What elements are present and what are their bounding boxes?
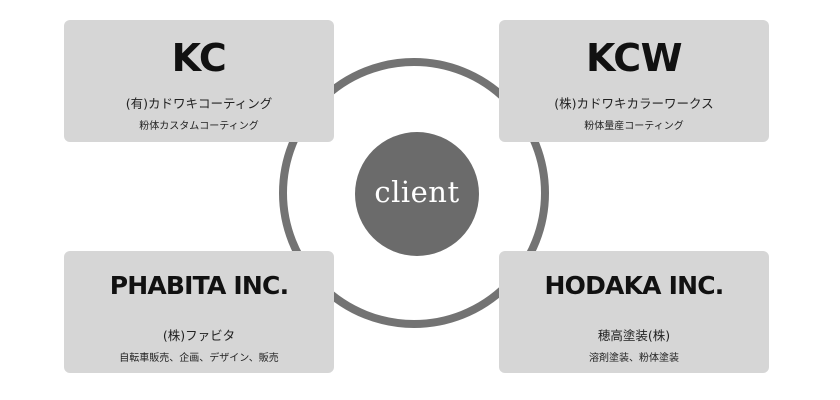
company-legal-name: (有)カドワキコーティング [125, 96, 273, 111]
company-service: 自転車販売、企画、デザイン、販売 [119, 353, 279, 364]
company-brand-name: KC [171, 36, 227, 80]
company-card-phabita: PHABITA INC. (株)ファビタ 自転車販売、企画、デザイン、販売 [64, 251, 334, 373]
client-label: client [374, 175, 460, 209]
company-service: 粉体量産コーティング [584, 121, 684, 132]
connection-ring [279, 58, 549, 328]
company-brand-name: KCW [585, 36, 683, 80]
company-card-hodaka: HODAKA INC. 穂高塗装(株) 溶剤塗装、粉体塗装 [499, 251, 769, 373]
company-card-kc: KC (有)カドワキコーティング 粉体カスタムコーティング [64, 20, 334, 142]
company-service: 粉体カスタムコーティング [139, 121, 259, 132]
company-legal-name: 穂高塗装(株) [597, 328, 671, 343]
company-brand-name: PHABITA INC. [109, 271, 289, 300]
company-brand-name: HODAKA INC. [544, 271, 725, 300]
client-node: client [355, 132, 479, 256]
company-legal-name: (株)カドワキカラーワークス [554, 96, 714, 111]
company-service: 溶剤塗装、粉体塗装 [589, 353, 679, 364]
company-legal-name: (株)ファビタ [162, 328, 236, 343]
company-card-kcw: KCW (株)カドワキカラーワークス 粉体量産コーティング [499, 20, 769, 142]
